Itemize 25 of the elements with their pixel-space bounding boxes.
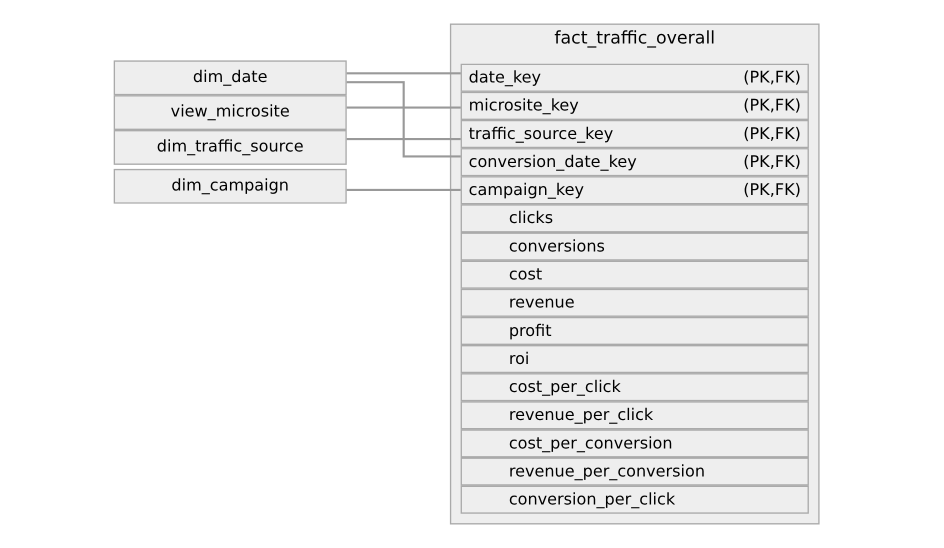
- connector: [346, 188, 461, 192]
- node-box: conversions: [460, 232, 809, 261]
- node-box: profit: [460, 316, 809, 345]
- node-box: revenue_per_click: [460, 401, 809, 430]
- node-box: conversion_per_click: [460, 486, 809, 514]
- connector: [346, 81, 461, 158]
- node-box: roi: [460, 345, 809, 374]
- node-box: cost: [460, 260, 809, 289]
- node-box: dim_campaign: [114, 168, 347, 204]
- connector: [346, 106, 461, 109]
- connector: [346, 72, 461, 74]
- node-box: microsite_key (PK,FK): [460, 92, 809, 120]
- node-box: revenue_per_conversion: [460, 458, 809, 486]
- node-box: conversion_date_key (PK,FK): [460, 148, 809, 176]
- node-box: campaign_key (PK,FK): [460, 176, 809, 204]
- connector: [346, 138, 461, 140]
- node-box: date_key (PK,FK): [460, 64, 809, 92]
- node-box: cost_per_conversion: [460, 429, 809, 458]
- node-box: revenue: [460, 288, 809, 317]
- node-box: dim_traffic_source: [114, 130, 347, 165]
- node-box: cost_per_click: [460, 373, 809, 402]
- node-box: view_microsite: [114, 95, 347, 130]
- node-box: traffic_source_key (PK,FK): [460, 120, 809, 148]
- node-box: dim_date: [114, 60, 347, 96]
- node-box: clicks: [460, 204, 809, 232]
